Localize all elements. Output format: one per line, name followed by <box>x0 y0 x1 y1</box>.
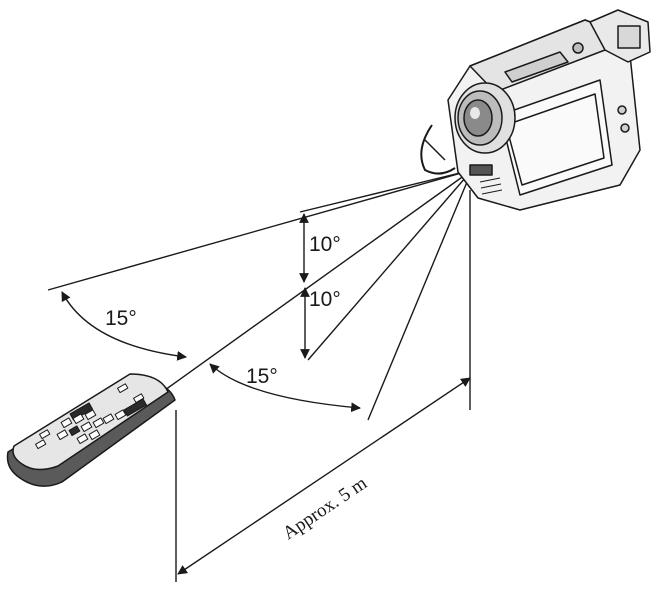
vertical-angle-arrows <box>299 213 310 359</box>
beam-line-vertical-ray <box>307 169 473 361</box>
vertical-angle-lower-label: 10° <box>309 288 341 311</box>
horizontal-angle-right-label: 15° <box>246 365 278 388</box>
beam-line-center <box>164 169 473 391</box>
camcorder-icon <box>420 9 651 211</box>
remote-control-icon <box>6 373 176 487</box>
arc-left <box>61 291 187 361</box>
distance-label: Approx. 5 m <box>279 473 371 545</box>
distance-dimension-line <box>177 377 471 575</box>
vertical-angle-upper-label: 10° <box>309 233 341 256</box>
horizontal-angle-left-label: 15° <box>105 307 137 330</box>
arc-right <box>209 363 361 413</box>
beam-lines <box>47 169 473 582</box>
beam-line-upper-horizontal <box>299 169 473 213</box>
beam-line-far-left <box>47 169 473 291</box>
